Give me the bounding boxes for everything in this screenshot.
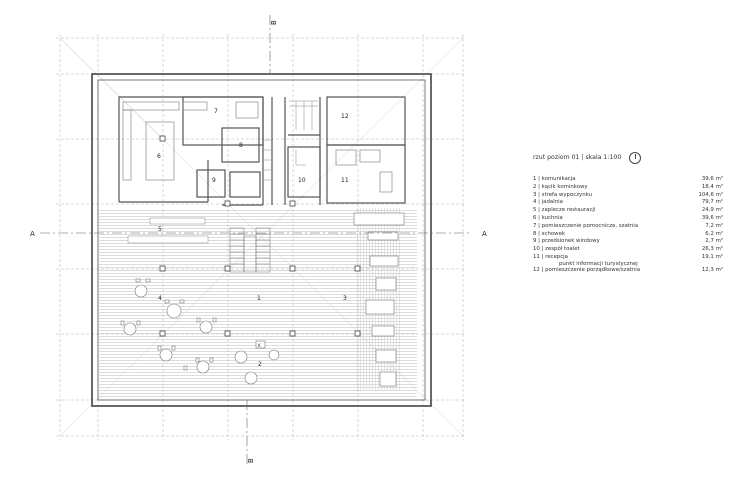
dining-tables: [120, 278, 217, 374]
legend-room-name: 11 | recepcja: [533, 253, 568, 260]
legend-room-name: 10 | zespół toalet: [533, 246, 580, 253]
legend-row: 3 | strefa wypoczynku 104,6 m²: [533, 192, 723, 200]
room-label-11: 11: [341, 177, 349, 184]
outer-walls: [91, 73, 432, 407]
room-list: 1 | komunikacja 39,6 m² 2 | kącik kominkow…: [533, 176, 723, 275]
section-lines: [40, 15, 470, 465]
room-label-6: 6: [157, 153, 161, 160]
room-label-4: 4: [158, 295, 162, 302]
room-label-5: 5: [158, 226, 162, 233]
staircase: [229, 227, 271, 273]
legend-room-area: 7,2 m²: [705, 222, 723, 229]
legend-room-area: 18,4 m²: [701, 183, 723, 190]
legend-row: 5 | zaplecze restauracji 24,9 m²: [533, 207, 723, 215]
legend-room-name: 12 | pomieszczenie porządkowe/szatnia: [533, 266, 641, 273]
legend-room-area: 39,6 m²: [701, 214, 723, 221]
section-marker-a-left: A: [30, 230, 35, 238]
lounge-furniture: [353, 212, 405, 387]
legend-row: 1 | komunikacja 39,6 m²: [533, 176, 723, 184]
legend-room-area: 12,3 m²: [701, 266, 723, 273]
room-label-10: 10: [298, 177, 306, 184]
north-arrow-icon: [629, 152, 642, 164]
legend-room-area: 79,7 m²: [701, 199, 723, 206]
legend-room-area: 19,1 m²: [701, 253, 723, 260]
room-label-7: 7: [214, 108, 218, 115]
legend-room-area: 39,6 m²: [701, 176, 723, 182]
legend-room-area: 24,9 m²: [701, 207, 723, 214]
legend-row: 8 | schowek 6,2 m²: [533, 231, 723, 239]
legend-row: 2 | kącik kominkowy 18,4 m²: [533, 184, 723, 192]
room-label-3: 3: [343, 295, 347, 302]
legend-room-area: 2,7 m²: [705, 238, 723, 245]
legend-room-area: 104,6 m²: [698, 191, 723, 198]
drawing-title: rzut poziom 01 | skala 1:100: [533, 154, 622, 161]
legend-room-name: 4 | jadalnia: [533, 199, 563, 206]
legend-room-name: 5 | zaplecze restauracji: [533, 207, 596, 214]
kitchen-fixtures: [122, 101, 393, 193]
bar-counter: [127, 217, 209, 244]
legend-row: 7 | pomieszczenie pomocnicze, szatnia 7,2…: [533, 223, 723, 231]
legend-title: rzut poziom 01 | skala 1:100: [533, 151, 723, 165]
legend-room-name: 8 | schowek: [533, 230, 566, 237]
legend-room-name: 7 | pomieszczenie pomocnicze, szatnia: [533, 222, 639, 229]
legend-room-name: 1 | komunikacja: [533, 176, 576, 182]
section-marker-b-bottom: B: [247, 458, 255, 463]
room-label-1: 1: [257, 295, 261, 302]
legend-row: 12 | pomieszczenie porządkowe/szatnia 12,…: [533, 267, 723, 275]
service-walls: [118, 96, 406, 206]
legend-room-name: 6 | kuchnia: [533, 214, 563, 221]
section-marker-a-right: A: [482, 230, 487, 238]
chimney-label: K: [258, 343, 261, 348]
section-marker-b-top: B: [270, 20, 278, 25]
room-label-2: 2: [258, 361, 262, 368]
room-label-9: 9: [212, 177, 216, 184]
legend-row: 10 | zespół toalet 26,3 m²: [533, 246, 723, 254]
legend-row: 4 | jadalnia 79,7 m²: [533, 199, 723, 207]
legend-room-subtitle: punkt informacji turystycznej: [559, 260, 638, 267]
legend-room-name: 2 | kącik kominkowy: [533, 183, 588, 190]
legend-room-name: 3 | strefa wypoczynku: [533, 191, 593, 198]
columns: [159, 135, 361, 337]
legend-row: 9 | przedsionek windowy 2,7 m²: [533, 238, 723, 246]
room-label-12: 12: [341, 113, 349, 120]
fireplace-corner: [234, 340, 280, 385]
legend-row: 11 | recepcja 19,1 m²: [533, 254, 723, 262]
legend-room-area: 26,3 m²: [701, 246, 723, 253]
room-label-8: 8: [239, 142, 243, 149]
room-legend: rzut poziom 01 | skala 1:100 1 | komunik…: [533, 151, 723, 275]
legend-room-name: 9 | przedsionek windowy: [533, 238, 600, 245]
sanitary-fixtures: [264, 100, 318, 181]
legend-room-area: 6,2 m²: [705, 230, 723, 237]
legend-row: 6 | kuchnia 39,6 m²: [533, 215, 723, 223]
